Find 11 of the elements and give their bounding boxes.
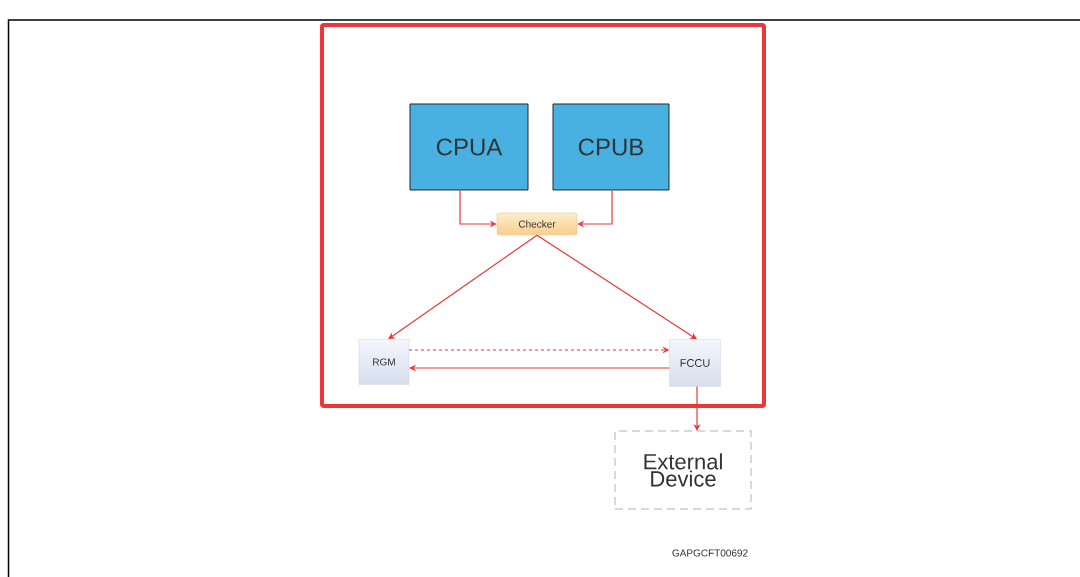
arrow <box>577 189 613 228</box>
arrow <box>536 234 697 340</box>
module-box: FCCU <box>669 339 721 387</box>
figure-id: GAPGCFT00692 <box>672 549 748 557</box>
external-device-box: External Device <box>614 430 752 510</box>
cpu-box: CPUB <box>552 103 670 191</box>
module-box: RGM <box>358 339 410 385</box>
arrow <box>388 234 538 340</box>
cpu-box: CPUA <box>409 103 529 191</box>
frame-box <box>320 23 766 408</box>
checker-box: Checker <box>496 212 578 236</box>
